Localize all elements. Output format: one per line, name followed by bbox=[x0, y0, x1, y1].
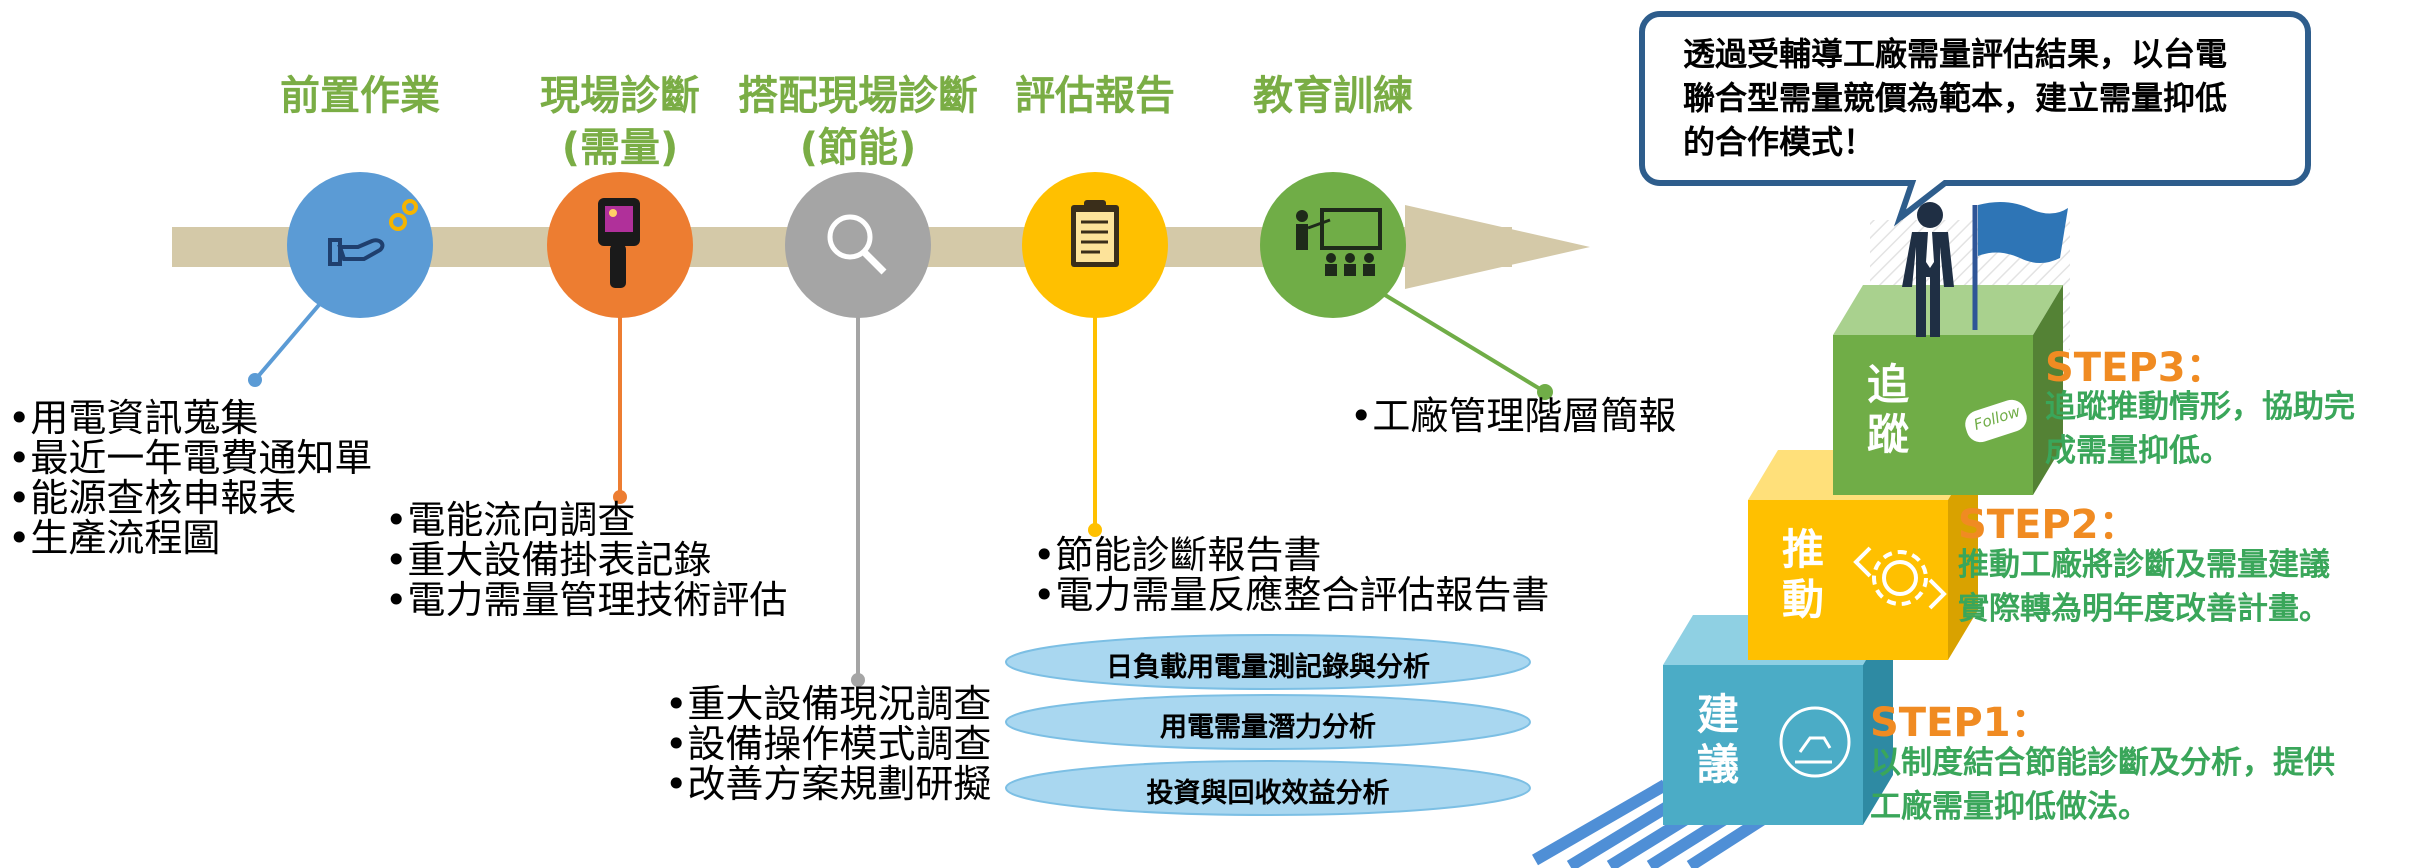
stage-circle-2 bbox=[547, 172, 693, 318]
list-item: •能源查核申報表 bbox=[8, 476, 297, 520]
list-item: •用電資訊蒐集 bbox=[8, 396, 259, 440]
handshake-icon bbox=[1779, 706, 1851, 778]
list-item: •工廠管理階層簡報 bbox=[1350, 394, 1677, 438]
list-item: •重大設備掛表記錄 bbox=[385, 538, 712, 582]
stage-connectors bbox=[248, 290, 1553, 687]
analysis-cloud-label: 投資與回收效益分析 bbox=[1146, 778, 1390, 809]
list-item: •節能診斷報告書 bbox=[1033, 533, 1322, 577]
magnifier-icon bbox=[827, 214, 887, 275]
stage-circle-4 bbox=[1022, 172, 1168, 318]
speech-bubble-shape bbox=[1639, 11, 2311, 227]
analysis-clouds bbox=[1005, 634, 1531, 816]
analysis-cloud-label: 用電需量潛力分析 bbox=[1160, 712, 1376, 743]
step-3-title: STEP3： bbox=[2045, 345, 2226, 391]
stage-1-bullet-list: •用電資訊蒐集 •最近一年電費通知單 •能源查核申報表 •生產流程圖 bbox=[8, 398, 372, 558]
list-item: •改善方案規劃研擬 bbox=[665, 762, 992, 806]
step-2-title: STEP2： bbox=[1958, 502, 2139, 548]
gear-icon bbox=[1853, 546, 1947, 610]
stage-title-3: 搭配現場診斷 (節能) bbox=[738, 73, 978, 171]
stage-title-5: 教育訓練 bbox=[1253, 73, 1413, 119]
clipboard-report-icon bbox=[1071, 200, 1119, 267]
stage-circle-5 bbox=[1260, 172, 1406, 318]
list-item: •電力需量管理技術評估 bbox=[385, 578, 788, 622]
list-item: •重大設備現況調查 bbox=[665, 682, 992, 726]
stage-2-bullet-list: •電能流向調查 •重大設備掛表記錄 •電力需量管理技術評估 bbox=[385, 500, 787, 620]
stage-title-2: 現場診斷 (需量) bbox=[540, 73, 700, 171]
step-3-description: 追蹤推動情形，協助完 成需量抑低。 bbox=[2045, 389, 2355, 469]
hand-coins-icon bbox=[328, 199, 418, 266]
classroom-icon bbox=[1296, 208, 1382, 276]
stage-3-bullet-list: •重大設備現況調查 •設備操作模式調查 •改善方案規劃研擬 bbox=[665, 684, 991, 804]
man-with-flag-icon bbox=[1902, 201, 2068, 337]
list-item: •電力需量反應整合評估報告書 bbox=[1033, 573, 1550, 617]
step-1-cube-label: 建 議 bbox=[1696, 690, 1739, 789]
analysis-cloud-label: 日負載用電量測記錄與分析 bbox=[1106, 652, 1430, 683]
step-2-description: 推動工廠將診斷及需量建議 實際轉為明年度改善計畫。 bbox=[1958, 547, 2330, 627]
list-item: •電能流向調查 bbox=[385, 498, 636, 542]
follow-sign-icon bbox=[1965, 399, 2027, 443]
list-item: •設備操作模式調查 bbox=[665, 722, 992, 766]
thermal-camera-icon bbox=[598, 198, 640, 288]
stage-5-bullet-list: •工廠管理階層簡報 bbox=[1350, 396, 1676, 436]
list-item: •最近一年電費通知單 bbox=[8, 436, 373, 480]
stage-circle-3 bbox=[785, 172, 931, 318]
step-cube-3 bbox=[1833, 285, 2063, 495]
stage-title-4: 評估報告 bbox=[1015, 73, 1175, 119]
step-3-cube-label: 追 蹤 bbox=[1866, 360, 1909, 459]
list-item: •生產流程圖 bbox=[8, 516, 221, 560]
step-2-cube-label: 推 動 bbox=[1781, 525, 1824, 624]
stage-circle-1 bbox=[287, 172, 433, 318]
stage-title-1: 前置作業 bbox=[280, 73, 440, 119]
speech-bubble-text: 透過受輔導工廠需量評估結果，以台電 聯合型需量競價為範本，建立需量抑低 的合作模… bbox=[1683, 35, 2228, 161]
stage-4-bullet-list: •節能診斷報告書 •電力需量反應整合評估報告書 bbox=[1033, 535, 1549, 615]
step-1-description: 以制度結合節能診斷及分析，提供 工廠需量抑低做法。 bbox=[1870, 745, 2335, 825]
step-1-title: STEP1： bbox=[1870, 700, 2051, 746]
